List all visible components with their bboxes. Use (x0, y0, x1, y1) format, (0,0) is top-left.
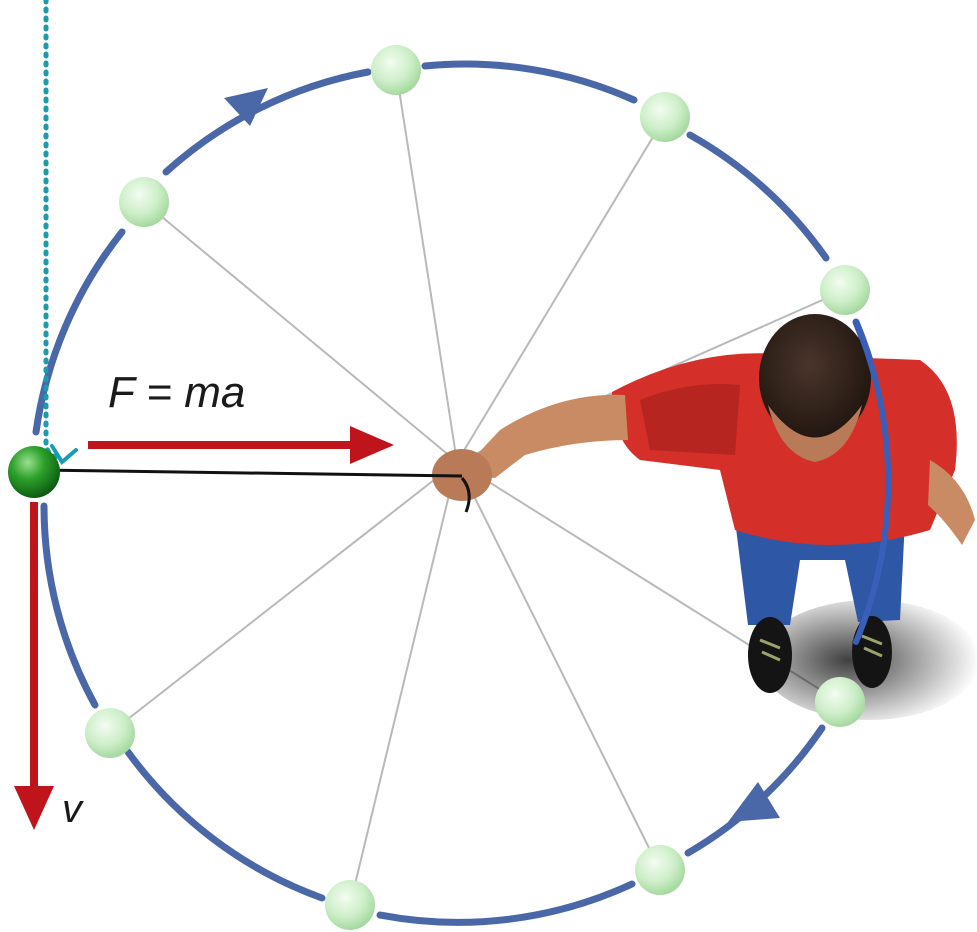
string (37, 468, 463, 478)
outstretched-arm (470, 394, 628, 478)
ball (8, 446, 60, 498)
orbit-arc (124, 748, 326, 902)
spoke (109, 461, 458, 734)
orbit-arc (32, 228, 126, 436)
arrowhead-icon (728, 782, 780, 822)
ghost-balls (85, 45, 870, 930)
right-arm (928, 460, 975, 545)
arrowhead-icon (224, 88, 268, 126)
ghost-ball (325, 880, 375, 930)
ghost-ball (640, 92, 690, 142)
velocity-vector (14, 502, 54, 830)
orbit-arc (376, 880, 636, 926)
spoke (456, 116, 666, 463)
force-label: F = ma (108, 368, 246, 417)
force-arrowhead-icon (350, 426, 394, 464)
orbit-arc-foreground (853, 319, 892, 645)
ghost-ball (371, 45, 421, 95)
ghost-ball (635, 845, 685, 895)
spoke (456, 461, 661, 871)
string-knot (460, 477, 471, 513)
velocity-label: v (62, 787, 82, 831)
person-topdown-icon (432, 314, 975, 693)
orbit-arc (686, 131, 830, 262)
spoke (143, 201, 458, 463)
orbit-arc (40, 502, 99, 709)
spoke (349, 461, 458, 906)
ghost-ball (820, 265, 870, 315)
orbit-arc (421, 60, 638, 104)
force-vector (88, 426, 394, 464)
velocity-arrowhead-icon (14, 786, 54, 830)
jeans (735, 520, 905, 625)
head (759, 314, 871, 442)
dotted-leader-line (43, 0, 63, 461)
leader-arrowhead-icon (50, 444, 78, 466)
spoke (395, 69, 458, 463)
ghost-ball (815, 677, 865, 727)
orbit-arc (162, 68, 372, 176)
ghost-ball (85, 708, 135, 758)
ghost-ball (119, 177, 169, 227)
